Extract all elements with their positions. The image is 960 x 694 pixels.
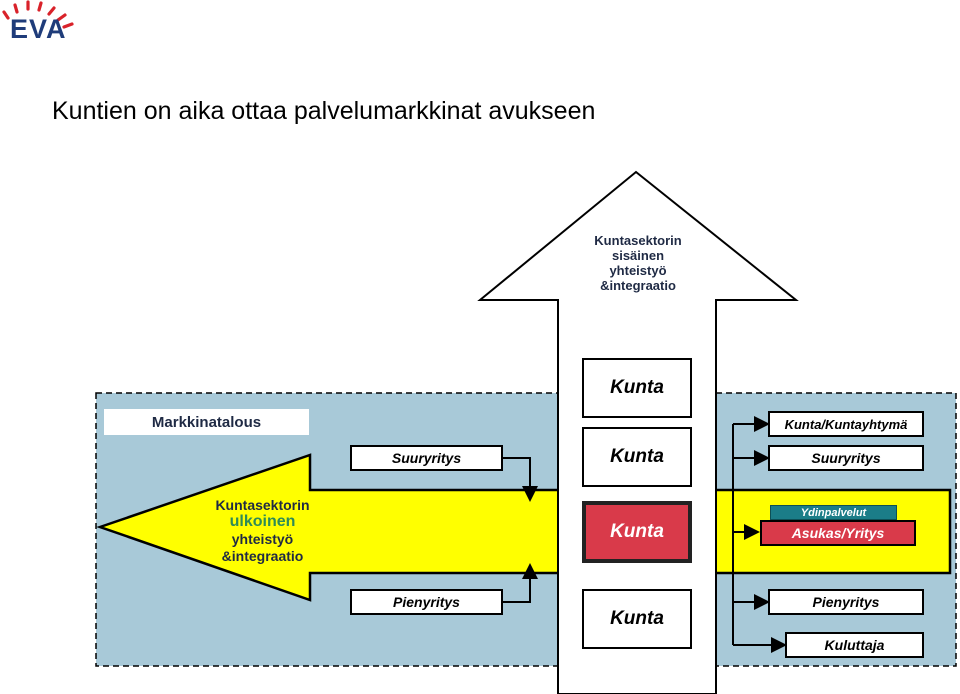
external-cooperation-label: Kuntasektorin ulkoinen yhteistyö &integr… [215, 497, 310, 564]
external-cooperation-arrow [96, 453, 952, 602]
kunta-box-3: Kunta [582, 501, 692, 563]
small-company-box-right: Pienyritys [768, 589, 924, 615]
kunta-box-2: Kunta [582, 427, 692, 487]
small-company-box-left: Pienyritys [350, 589, 503, 615]
eva-logo: EVA [0, 0, 90, 50]
resident-company-box: Asukas/Yritys [760, 520, 916, 546]
kunta-box-1: Kunta [582, 358, 692, 418]
consumer-box: Kuluttaja [785, 632, 924, 658]
large-company-box-left: Suuryritys [350, 445, 503, 471]
municipality-group-box: Kunta/Kuntayhtymä [768, 411, 924, 437]
page-title: Kuntien on aika ottaa palvelumarkkinat a… [52, 97, 596, 125]
large-company-box-right: Suuryritys [768, 445, 924, 471]
logo-text: EVA [10, 14, 67, 44]
logo-rays-icon [2, 0, 74, 29]
kunta-box-4: Kunta [582, 589, 692, 649]
internal-cooperation-label: Kuntasektorin sisäinen yhteistyö &integr… [594, 233, 682, 293]
market-economy-label: Markkinatalous [104, 409, 309, 435]
connector-suuryritys-left [503, 457, 538, 502]
core-services-box: Ydinpalvelut [770, 505, 897, 520]
connector-pienyritys-left [503, 563, 538, 603]
